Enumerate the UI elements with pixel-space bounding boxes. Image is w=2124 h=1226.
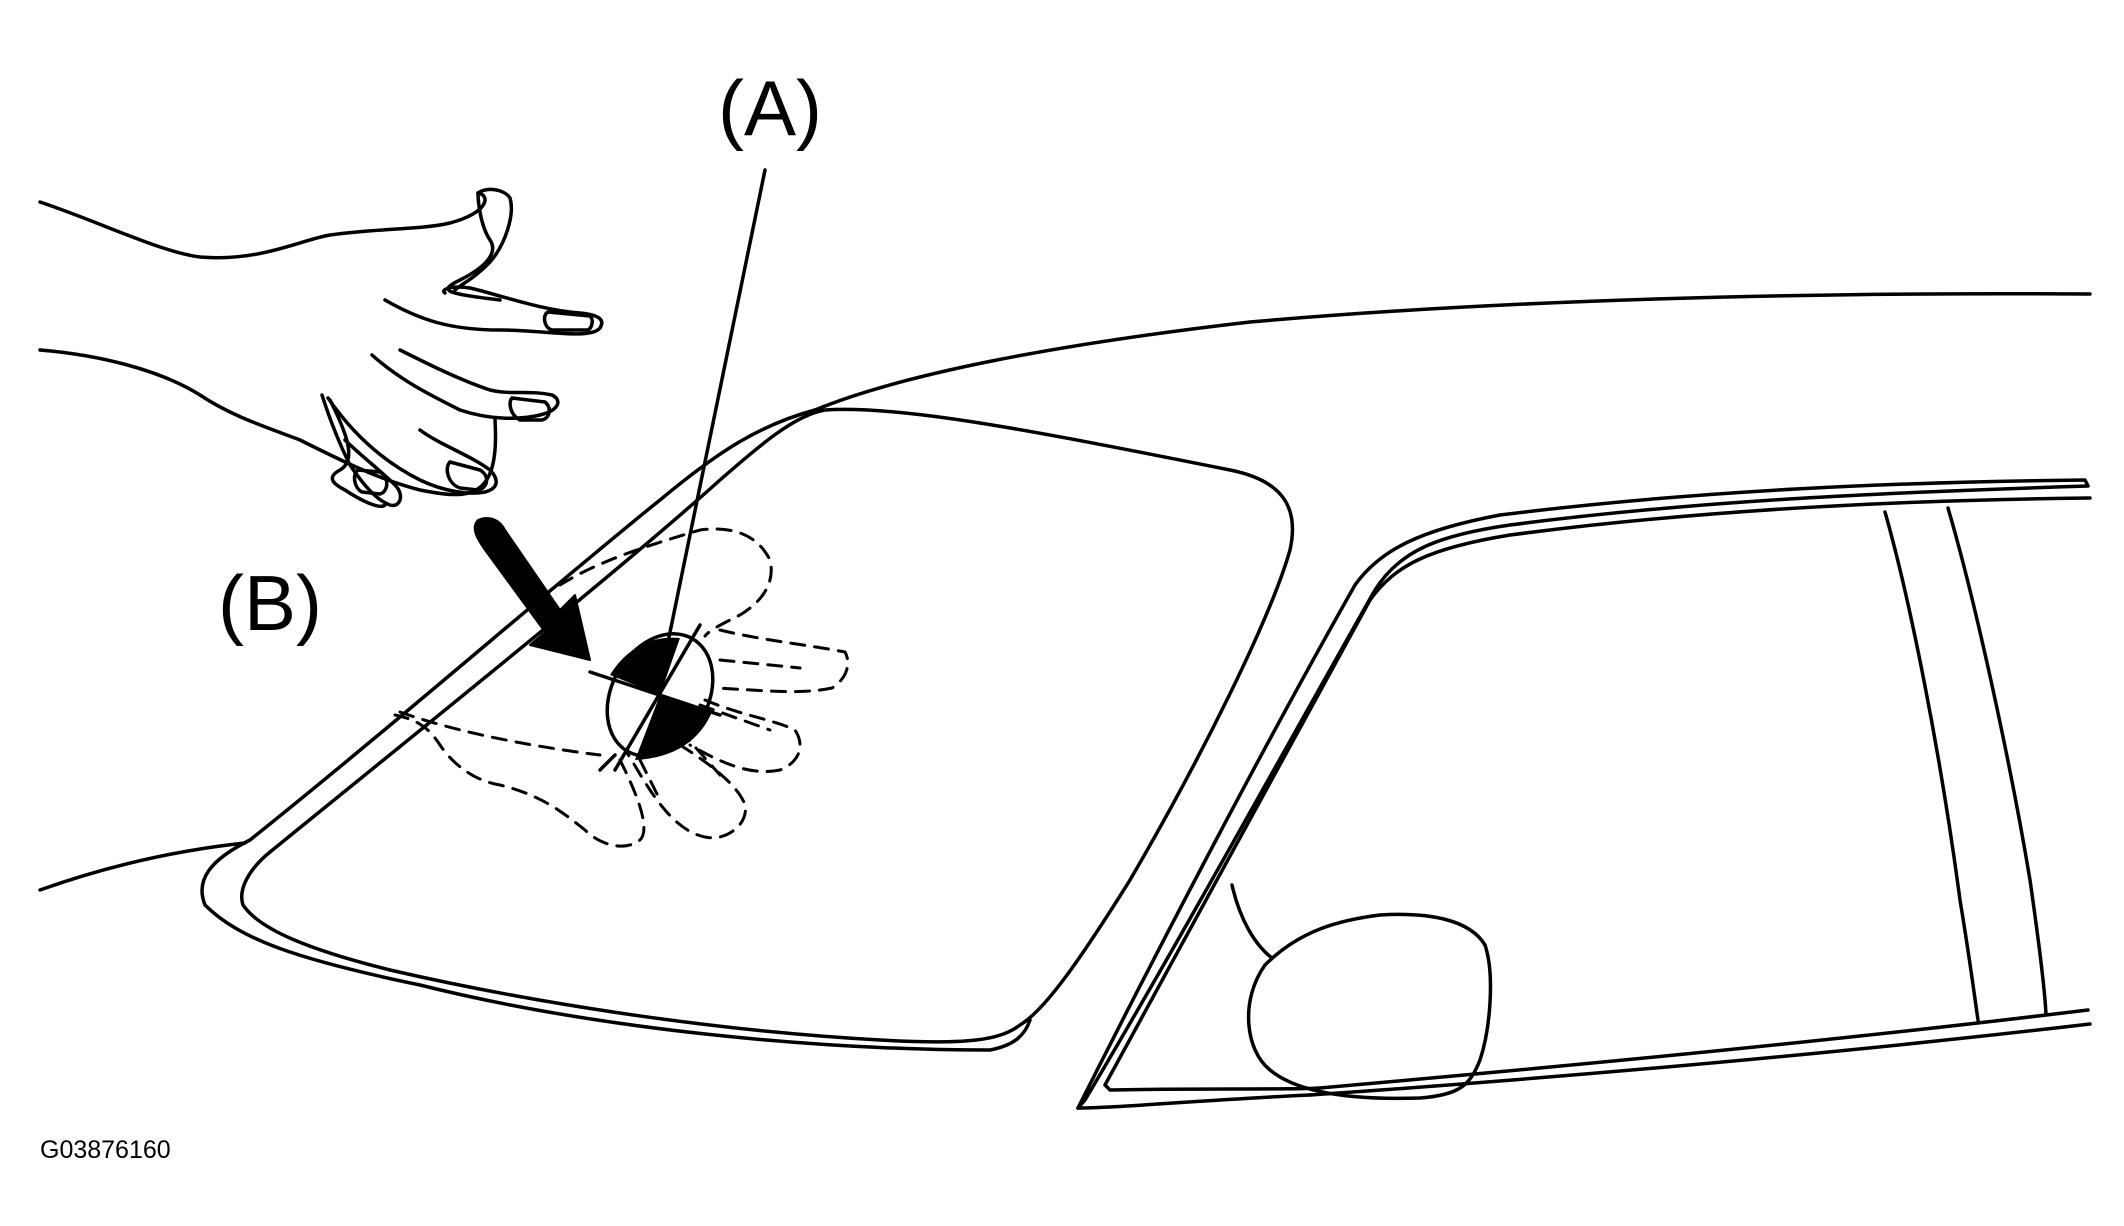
little-finger-outline xyxy=(320,393,403,508)
middle-finger-top xyxy=(370,348,560,421)
belt-line xyxy=(1318,1008,2090,1090)
ring-nail xyxy=(445,460,489,492)
little-finger xyxy=(328,398,387,508)
windshield-outer-edge xyxy=(200,408,1032,1052)
little-nail xyxy=(352,468,389,496)
b-pillar-rear xyxy=(1946,506,2048,1017)
figure-code: G03876160 xyxy=(40,1136,171,1164)
thumb-tip xyxy=(453,187,513,292)
callout-b: (B) xyxy=(218,559,322,647)
mirror-mount xyxy=(1230,883,1274,960)
side-mirror xyxy=(1246,912,1493,1101)
target-cross-diag xyxy=(598,753,617,772)
crack-area-dashed-right-2 xyxy=(688,698,802,774)
ring-finger xyxy=(326,396,498,495)
impact-target-fill-bottom xyxy=(635,695,712,760)
middle-nail xyxy=(508,396,551,422)
crack-area-dashed-left xyxy=(398,710,602,757)
thumb xyxy=(446,191,502,302)
crack-area-dashed xyxy=(558,527,773,638)
index-nail xyxy=(542,310,594,332)
callout-a: (A) xyxy=(718,64,822,152)
crack-area-dashed-right xyxy=(713,628,850,694)
target-cross-v xyxy=(613,623,702,772)
windshield-glass xyxy=(240,407,1295,1044)
impact-target-fill-top xyxy=(610,637,680,695)
index-finger xyxy=(383,285,604,336)
crack-area-dashed-bottom-2 xyxy=(393,713,646,848)
crack-line-4 xyxy=(638,758,662,802)
hand-wrist-top xyxy=(38,191,487,260)
middle-finger xyxy=(38,348,498,497)
side-window-front-edge-outer xyxy=(1076,583,1357,1110)
hood-line xyxy=(38,841,247,892)
side-window-frame-inner xyxy=(1368,496,2092,602)
push-arrow xyxy=(473,517,591,661)
belt-line-lower xyxy=(1308,1022,2092,1097)
b-pillar-front xyxy=(1883,510,1980,1022)
leader-line-a xyxy=(666,168,767,644)
roof-line xyxy=(813,291,2092,412)
crack-line-1 xyxy=(718,658,802,670)
side-window-frame-outer xyxy=(1076,478,2090,1110)
target-cross-h xyxy=(588,670,722,717)
crack-line-2 xyxy=(698,703,772,732)
side-window-front-edge xyxy=(1103,598,1372,1092)
